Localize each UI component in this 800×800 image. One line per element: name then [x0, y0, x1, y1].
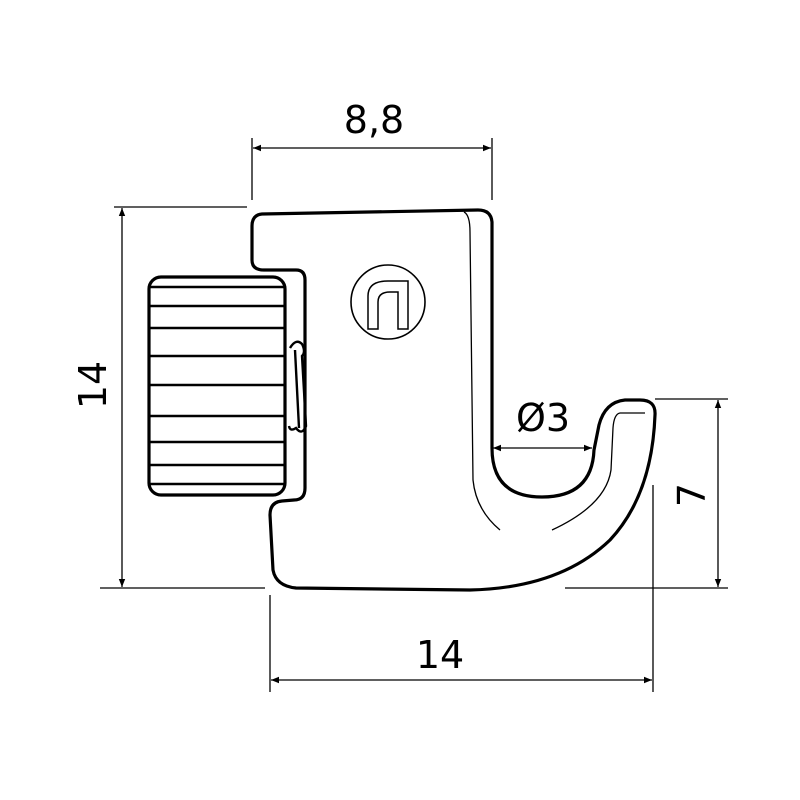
hook-inner-contour	[551, 412, 645, 531]
dimension-label-right: 7	[670, 483, 714, 507]
dimension-hook-diameter: Ø3	[493, 396, 592, 452]
hook-body-outline	[250, 208, 657, 592]
dimension-top-width: 8,8	[251, 98, 493, 200]
knurled-knob	[147, 275, 287, 497]
body-inner-contour	[463, 211, 501, 531]
dimension-label-bottom: 14	[416, 633, 464, 677]
dimension-label-left: 14	[71, 361, 115, 409]
dimension-right-height: 7	[565, 398, 728, 589]
spring-icon	[287, 340, 308, 433]
brand-logo	[350, 264, 426, 340]
dimension-label-top: 8,8	[344, 98, 404, 142]
dimension-bottom-width: 14	[269, 485, 654, 692]
dimension-left-height: 14	[71, 206, 265, 589]
dimension-label-diameter: Ø3	[516, 396, 570, 440]
